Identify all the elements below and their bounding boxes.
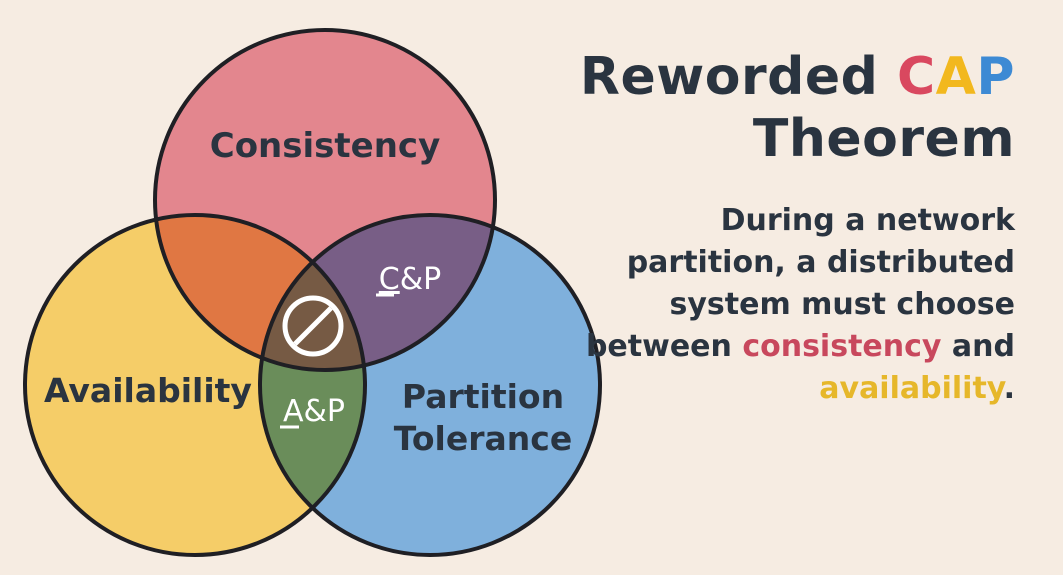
ap-label-rest: &P	[304, 394, 345, 429]
ap-label-first: A	[283, 394, 304, 429]
cp-label-first: C	[379, 262, 400, 297]
title-line-2: Theorem	[752, 109, 1015, 169]
consistency-availability-overlap	[155, 215, 365, 370]
title-line-1: Reworded CAP	[580, 46, 1015, 108]
highlight-consistency: consistency	[742, 329, 942, 364]
title-cap-a: A	[935, 47, 977, 107]
slide-description: During a network partition, a distribute…	[575, 200, 1015, 410]
consistency-outline	[153, 28, 497, 372]
partition-outline	[258, 213, 602, 557]
consistency-partition-overlap	[260, 215, 495, 370]
title-cap-p: P	[976, 47, 1015, 107]
no-symbol-icon	[282, 295, 344, 357]
highlight-availability: availability	[819, 371, 1004, 406]
availability-label: Availability	[44, 371, 252, 410]
venn-diagram: Consistency Availability Partition Toler…	[23, 28, 602, 557]
consistency-label: Consistency	[210, 126, 440, 166]
description-part2: and	[951, 329, 1015, 364]
slide-title: Reworded CAP Theorem	[580, 46, 1015, 170]
title-prefix: Reworded	[579, 47, 879, 107]
partition-label-line1: Partition	[402, 377, 564, 416]
description-end: .	[1003, 371, 1015, 406]
ap-label: A&P	[283, 394, 345, 429]
title-cap-c: C	[896, 47, 936, 107]
availability-outline	[23, 213, 367, 557]
description-part1: During a network partition, a distribute…	[585, 203, 1015, 364]
cp-label: C&P	[379, 262, 441, 297]
partition-label-line2: Tolerance	[394, 419, 572, 458]
cp-label-rest: &P	[400, 262, 441, 297]
